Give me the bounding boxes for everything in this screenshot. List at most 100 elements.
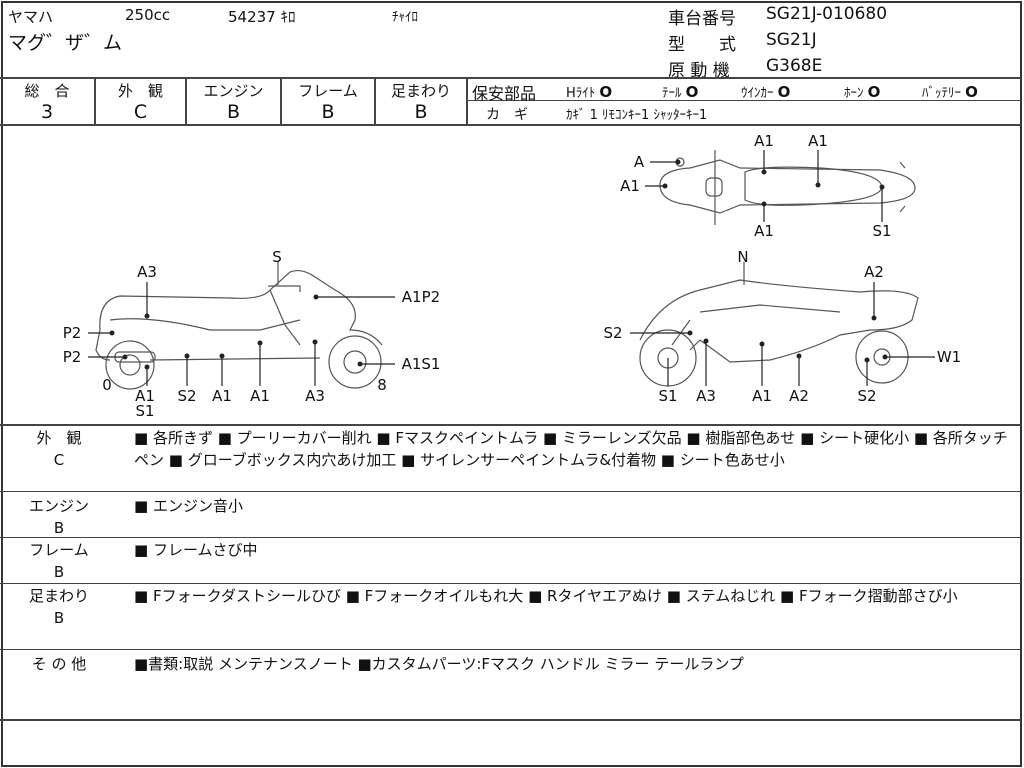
divider (280, 77, 282, 125)
displacement: 250cc (125, 6, 171, 24)
notes-exterior-label: 外 観 C (0, 427, 118, 471)
type-value: SG21J (766, 30, 817, 50)
rating-label-overall: 総 合 (24, 82, 70, 100)
rating-label-suspension: 足まわり (390, 82, 451, 100)
diagram-label: 8 (377, 376, 387, 394)
chassis-label: 車台番号 (668, 9, 736, 29)
divider (94, 77, 96, 125)
diagram-label: 0 (102, 376, 112, 394)
rating-label-frame: フレーム (298, 82, 358, 100)
notes-other-text: ■書類:取説 メンテナンスノート ■カスタムパーツ:Fマスク ハンドル ミラー … (134, 655, 744, 673)
divider (0, 719, 1021, 721)
color: ﾁｬｲﾛ (392, 10, 418, 25)
diagram-label: A1 (620, 177, 640, 195)
safety-item-battery: ﾊﾞｯﾃﾘｰ O (922, 82, 978, 101)
diagram-label: A3 (305, 387, 325, 405)
safety-item-tail: ﾃｰﾙ O (662, 82, 698, 101)
notes-frame-text: ■ フレームさび中 (134, 541, 258, 559)
ok-mark: O (777, 83, 791, 101)
diagram-label: P2 (62, 324, 82, 342)
row-label: フレーム (29, 541, 89, 559)
safety-parts-label: 保安部品 (472, 84, 537, 103)
key-label: カ ギ (486, 107, 528, 123)
rating-value-suspension: B (414, 101, 428, 123)
row-grade: B (53, 563, 65, 581)
safety-item-name: ｳｲﾝｶｰ (741, 86, 774, 101)
diagram-label: S2 (857, 387, 877, 405)
top-view (659, 150, 916, 225)
chassis-number: SG21J-010680 (766, 4, 888, 24)
row-grade: B (53, 609, 65, 627)
rating-value-overall: 3 (40, 101, 54, 123)
ok-mark: O (599, 83, 613, 101)
divider (0, 491, 1021, 492)
divider (0, 424, 1021, 426)
notes-engine-text: ■ エンジン音小 (134, 497, 243, 515)
safety-item-headlight: Hﾗｲﾄ O (566, 82, 612, 101)
engine-label: 原 動 機 (668, 61, 730, 81)
row-label: 外 観 (36, 429, 82, 447)
divider (0, 583, 1021, 584)
diagram-label: S1 (872, 222, 892, 240)
row-grade: C (53, 451, 65, 469)
diagram-label: S2 (603, 324, 623, 342)
ok-mark: O (867, 83, 881, 101)
diagram-label: W1 (936, 348, 962, 366)
divider (467, 100, 1022, 101)
rating-label-engine: エンジン (203, 82, 264, 100)
divider (374, 77, 376, 125)
diagram-label: A1 (752, 387, 772, 405)
diagram-label: A1 (135, 387, 155, 405)
model-name: マグ゛ザ゛ム (8, 32, 123, 54)
notes-suspension-text: ■ Fフォークダストシールひび ■ Fフォークオイルもれ大 ■ Rタイヤエアぬけ… (134, 587, 958, 605)
diagram-label: A1 (250, 387, 270, 405)
diagram-label: A1 (808, 132, 828, 150)
rating-label-exterior: 外 観 (117, 82, 163, 100)
notes-exterior-text: ■ 各所きず ■ プーリーカバー削れ ■ Fマスクペイントムラ ■ ミラーレンズ… (134, 429, 1008, 469)
divider (466, 77, 468, 125)
safety-item-name: Hﾗｲﾄ (566, 86, 596, 101)
diagram-label: A2 (789, 387, 809, 405)
rating-value-engine: B (226, 101, 241, 123)
diagram-label: S (272, 248, 282, 266)
safety-item-winker: ｳｲﾝｶｰ O (741, 82, 790, 101)
condition-diagram (88, 150, 935, 390)
row-label: 足まわり (28, 587, 89, 605)
safety-item-horn: ﾎｰﾝ O (844, 82, 880, 101)
notes-engine-label: エンジン B (0, 495, 118, 539)
diagram-label: S1 (135, 402, 155, 420)
leader-lines (88, 150, 935, 386)
rating-value-frame: B (321, 101, 335, 123)
notes-frame-label: フレーム B (0, 539, 118, 583)
engine-number: G368E (766, 56, 823, 76)
diagram-label: A3 (696, 387, 716, 405)
safety-item-name: ﾃｰﾙ (662, 86, 682, 101)
safety-item-name: ﾊﾞｯﾃﾘｰ (922, 86, 961, 101)
diagram-label: A2 (864, 263, 884, 281)
mileage: 54237 ｷﾛ (228, 8, 296, 26)
rating-value-exterior: C (133, 101, 148, 123)
row-label: エンジン (28, 497, 89, 515)
diagram-label: N (737, 248, 749, 266)
divider (185, 77, 187, 125)
diagram-label: A3 (137, 263, 157, 281)
diagram-label: S2 (177, 387, 197, 405)
diagram-label: S1 (658, 387, 678, 405)
diagram-label: A1 (212, 387, 232, 405)
notes-other-label: そ の 他 (31, 655, 87, 673)
key-value: ｶｷﾞ 1 ﾘﾓｺﾝｷｰ1 ｼｬｯﾀｰｷｰ1 (566, 108, 708, 123)
diagram-label: A1P2 (401, 288, 441, 306)
diagram-label: A1 (754, 222, 774, 240)
divider (0, 124, 1021, 126)
notes-suspension-label: 足まわり B (0, 585, 118, 629)
diagram-label: A1S1 (401, 355, 441, 373)
safety-item-name: ﾎｰﾝ (844, 86, 864, 101)
damage-points (109, 159, 888, 370)
ok-mark: O (965, 83, 978, 101)
ok-mark: O (685, 83, 699, 101)
row-grade: B (53, 519, 65, 537)
diagram-label: P2 (62, 348, 82, 366)
divider (0, 649, 1021, 650)
divider (0, 537, 1021, 538)
diagram-label: A1 (754, 132, 774, 150)
